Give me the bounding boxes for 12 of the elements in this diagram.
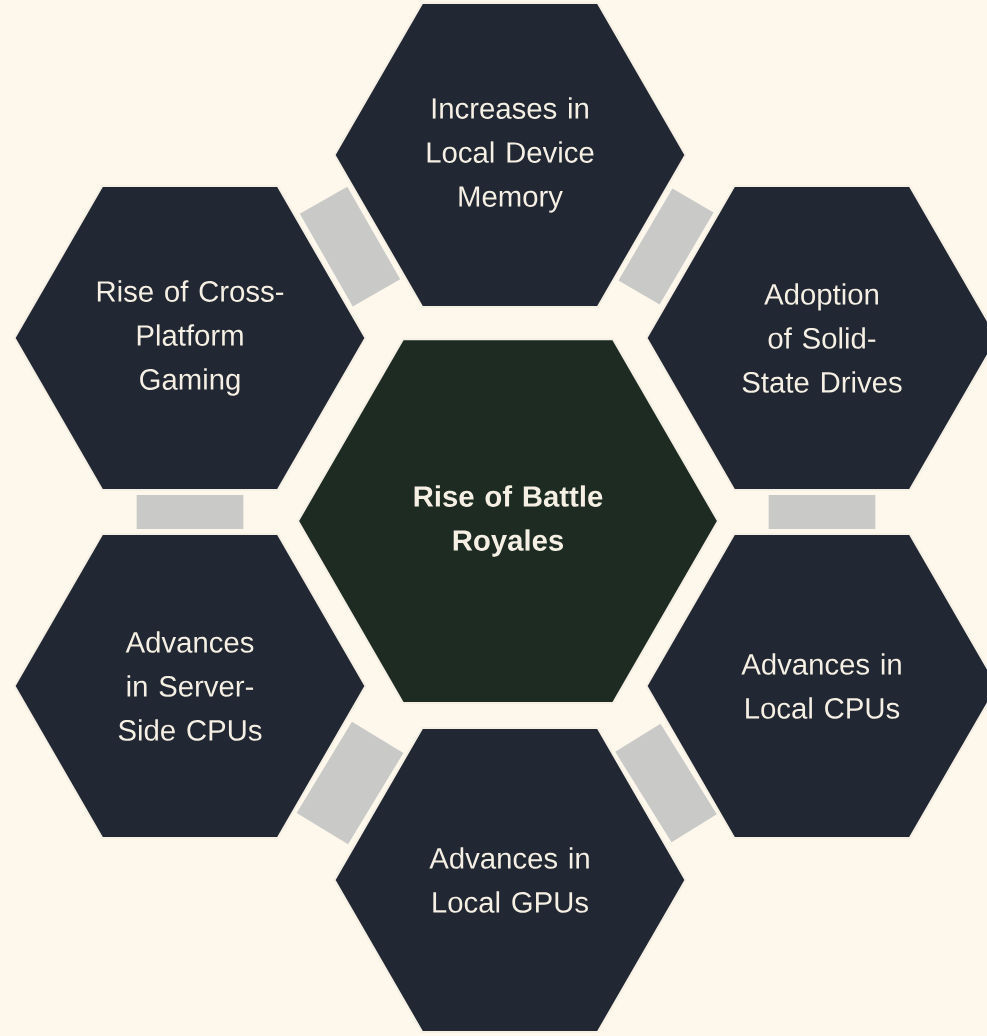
- connector-band: [618, 188, 714, 305]
- hexagon-node: Advances in Server-Side CPUs: [13, 533, 367, 839]
- connector-band: [136, 495, 244, 530]
- connector-band: [768, 495, 876, 529]
- hexagon-node: Advances in Local GPUs: [333, 727, 687, 1033]
- connector-band: [299, 186, 401, 307]
- hexagon-node: Advances in Local CPUs: [645, 533, 987, 839]
- hexagon-node: Adoption of Solid-State Drives: [645, 185, 987, 491]
- connector-band: [296, 721, 404, 845]
- hexagon-node: Increases in Local Device Memory: [333, 2, 687, 308]
- hexagon-node: Rise of Cross-Platform Gaming: [13, 185, 367, 491]
- connector-band: [615, 723, 717, 843]
